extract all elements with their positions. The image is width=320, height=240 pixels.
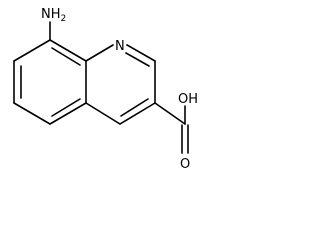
- double-bond-n1-c2: [125, 52, 150, 67]
- bond-c3-c4: [119, 102, 156, 125]
- amine-label: NH2: [41, 7, 66, 24]
- quinoline-structure: NH2 N OH O: [13, 7, 199, 172]
- hydroxyl-label: OH: [178, 92, 198, 107]
- ring-nitrogen-label: N: [115, 39, 125, 54]
- double-bond-c5-c4a: [51, 98, 81, 117]
- bond-c8-c7: [13, 39, 51, 62]
- bond-c6-c5: [13, 102, 51, 125]
- carbonyl-oxygen-label: O: [180, 157, 190, 172]
- bond-c3-cooh: [154, 102, 186, 125]
- bond-c8a-n1: [85, 44, 114, 62]
- bond-n1-c2: [126, 44, 156, 62]
- bond-c4-c4a: [85, 102, 121, 125]
- bond-c8a-c8: [49, 39, 87, 62]
- structure-canvas: NH2 N OH O: [13, 7, 230, 172]
- bond-c5-c4a: [49, 102, 87, 125]
- double-bond-c8a-c8: [51, 47, 81, 66]
- double-bond-c3-c4: [120, 98, 149, 117]
